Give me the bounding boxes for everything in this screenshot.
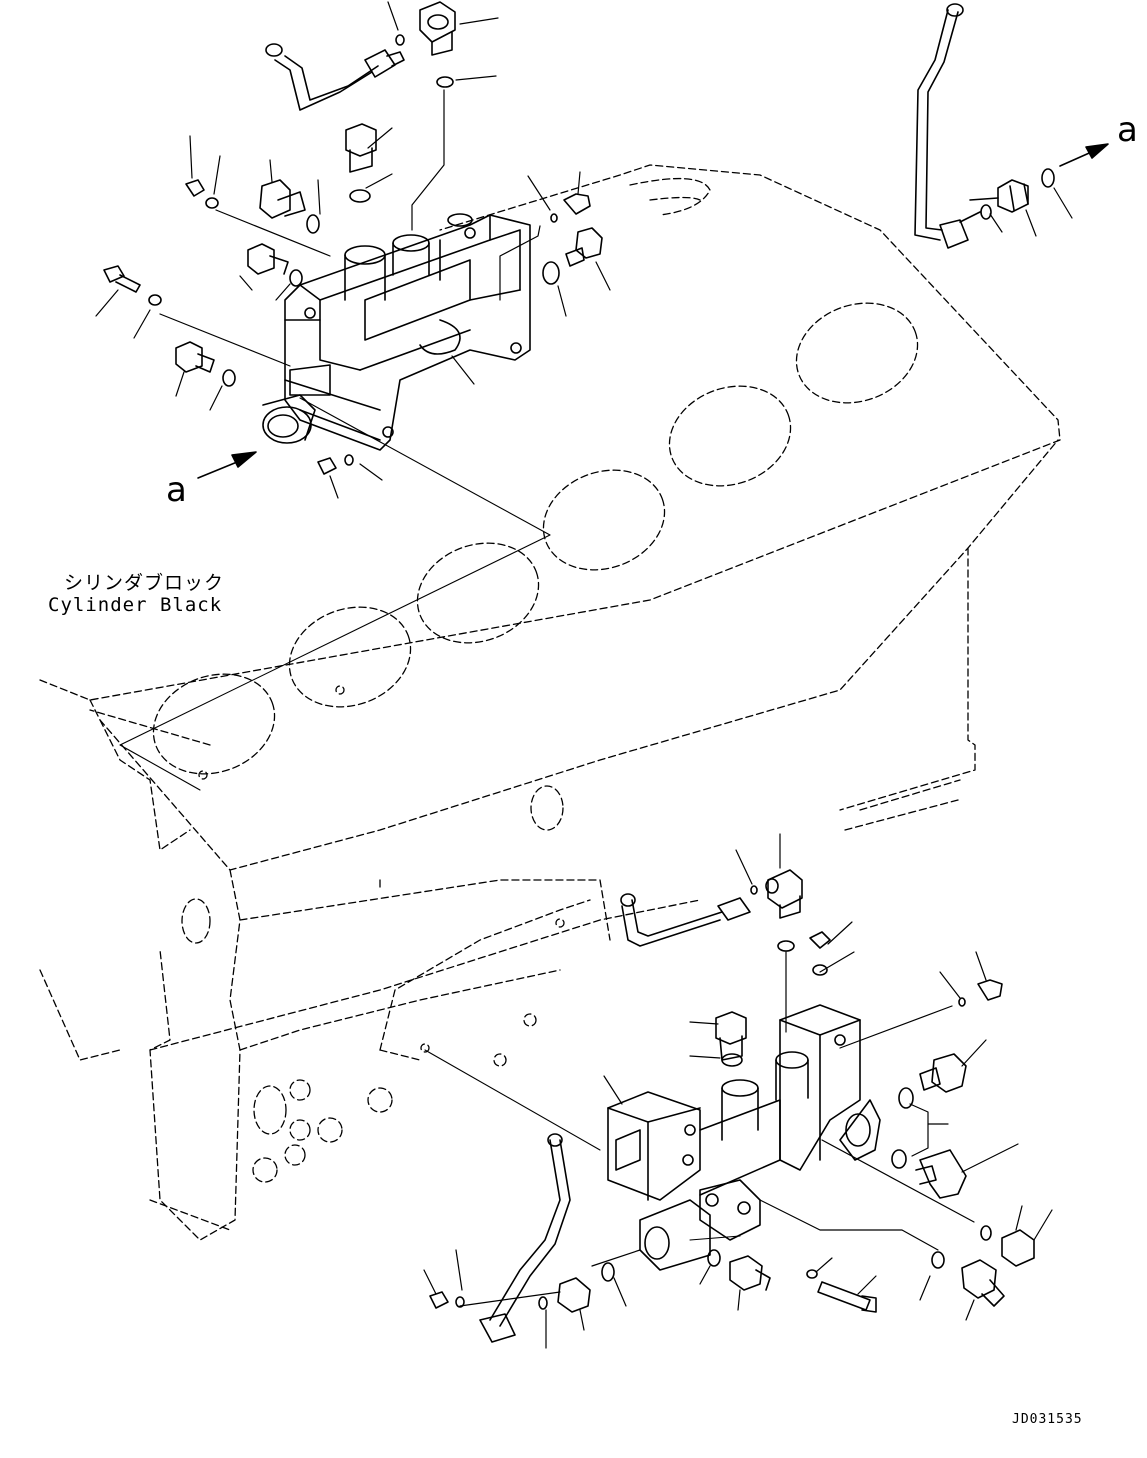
block-reference-line-upper — [119, 397, 551, 791]
cylinder-bores — [152, 302, 919, 1183]
upper-fittings — [103, 1, 1055, 475]
upper-valve-assembly — [262, 213, 531, 451]
block-reference-line-lower — [424, 1049, 741, 1241]
cylinder-block-label-jp: シリンダブロック — [64, 572, 225, 594]
lower-leader-lines — [423, 833, 1053, 1349]
right-pipe — [914, 3, 969, 249]
cylinder-block-outline — [39, 164, 1061, 1241]
view-mark-left: a — [166, 470, 187, 510]
block-top-dashed-contour — [629, 177, 711, 216]
view-arrow-right — [1059, 143, 1109, 167]
lower-valve-assembly — [607, 1004, 881, 1271]
cylinder-block-label-en: Cylinder Black — [48, 594, 223, 616]
view-arrow-left — [197, 451, 257, 479]
lower-fittings — [429, 869, 1035, 1313]
view-mark-right: a — [1117, 110, 1138, 150]
upper-leader-lines — [95, 1, 1073, 499]
upper-pipe — [265, 43, 405, 111]
drawing-number: JD031535 — [1012, 1412, 1083, 1427]
lower-pipes — [479, 893, 751, 1343]
